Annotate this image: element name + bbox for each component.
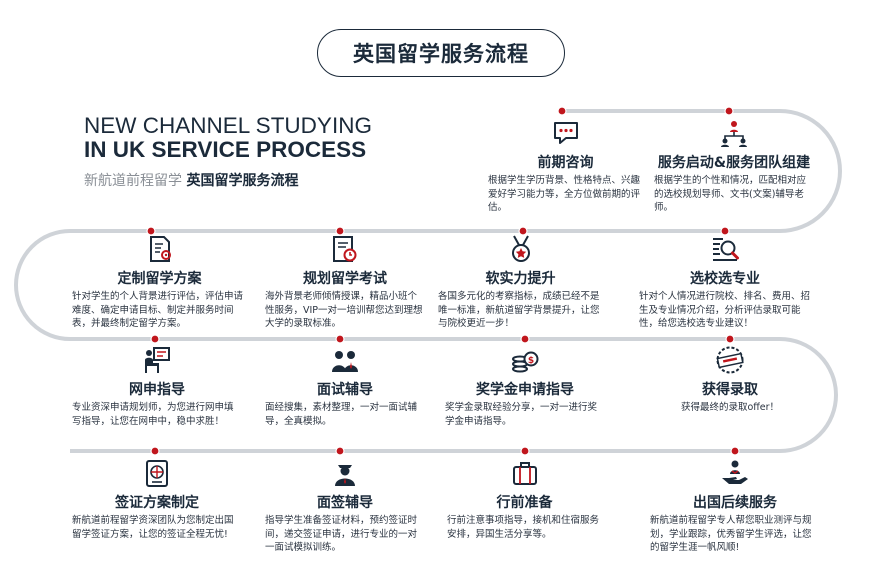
passport-globe-icon	[142, 458, 172, 488]
step-description: 海外背景老师倾情授课，精品小班个性服务，VIP一对一培训帮您达到理想大学的录取标…	[265, 291, 423, 329]
step-title: 软实力提升	[485, 271, 556, 287]
team-network-icon	[719, 118, 749, 148]
step-scholarship: $ 奖学金申请指导 奖学金录取经验分享，一对一进行奖学金申请指导。	[445, 345, 605, 428]
step-post-arrival: 出国后续服务 新航道前程留学专人帮您职业测评与规划，学业跟踪，优秀留学生评选，让…	[650, 458, 820, 555]
step-offer: 获得录取 获得最终的录取offer！	[655, 345, 805, 415]
track-dot	[520, 446, 530, 456]
step-description: 面经搜集，素材整理，一对一面试辅导，全真模拟。	[265, 402, 418, 427]
step-title: 出国后续服务	[693, 495, 777, 511]
chat-bubble-icon	[551, 118, 581, 148]
step-description: 专业资深申请规划师，为您进行网申填写指导，让您在网申中，稳中求胜！	[72, 402, 234, 427]
track-dot	[150, 334, 160, 344]
track-dot	[518, 226, 528, 236]
track-dot	[724, 106, 734, 116]
medal-icon	[506, 234, 536, 264]
step-description: 针对个人情况进行院校、排名、费用、招生及专业情况介绍，分析评估录取可能性，给您选…	[639, 291, 811, 329]
step-visa-interview: 面签辅导 指导学生准备签证材料，预约签证时间，递交签证申请，进行专业的一对一面试…	[265, 458, 425, 555]
offer-stamp-icon	[715, 345, 745, 375]
step-description: 获得最终的录取offer！	[680, 402, 780, 413]
track-dot	[150, 446, 160, 456]
step-exam-planning: 规划留学考试 海外背景老师倾情授课，精品小班个性服务，VIP一对一培训帮您达到理…	[265, 234, 425, 331]
suitcase-icon	[510, 458, 540, 488]
step-title: 规划留学考试	[303, 271, 387, 287]
step-title: 奖学金申请指导	[476, 382, 574, 398]
step-visa-plan: 签证方案制定 新航道前程留学资深团队为您制定出国留学签证方案，让您的签证全程无忧…	[72, 458, 242, 541]
step-title: 网申指导	[129, 382, 185, 398]
step-title: 行前准备	[496, 495, 553, 511]
step-description: 奖学金录取经验分享，一对一进行奖学金申请指导。	[445, 402, 598, 427]
step-description: 根据学生的个性和情况，匹配相对应的选校规划导师、文书(文案)辅导老师。	[654, 175, 807, 213]
track-dot	[335, 446, 345, 456]
step-description: 新航道前程留学资深团队为您制定出国留学签证方案，让您的签证全程无忧!	[72, 515, 234, 540]
step-title: 签证方案制定	[115, 495, 199, 511]
document-gear-icon	[145, 234, 175, 264]
track-dot	[557, 106, 567, 116]
svg-text:$: $	[528, 356, 534, 366]
step-predeparture: 行前准备 行前注意事项指导，接机和住宿服务安排，异国生活分享等。	[447, 458, 602, 541]
interview-people-icon	[330, 345, 360, 375]
step-description: 指导学生准备签证材料，预约签证时间，递交签证申请，进行专业的一对一面试模拟训练。	[265, 515, 418, 553]
step-online-application: 网申指导 专业资深申请规划师，为您进行网申填写指导，让您在网申中，稳中求胜！	[72, 345, 242, 428]
step-title: 定制留学方案	[117, 271, 202, 287]
step-consultation: 前期咨询 根据学生学历背景、性格特点、兴趣爱好学习能力等，全方位做前期的评估。	[488, 118, 643, 215]
online-application-icon	[142, 345, 172, 375]
magnifier-list-icon	[710, 234, 740, 264]
track-dot	[520, 334, 530, 344]
track-dot	[146, 226, 156, 236]
english-heading-line-1: NEW CHANNEL STUDYING	[84, 113, 372, 138]
step-title: 服务启动&服务团队组建	[657, 155, 811, 171]
track-dot	[720, 226, 730, 236]
step-custom-plan: 定制留学方案 针对学生的个人背景进行评估，评估申请难度、确定申请目标、制定并服务…	[72, 234, 247, 331]
support-hand-icon	[720, 458, 750, 488]
track-dot	[335, 226, 345, 236]
track-dot	[730, 446, 740, 456]
step-title: 面签辅导	[317, 495, 373, 511]
step-service-kickoff: 服务启动&服务团队组建 根据学生的个性和情况，匹配相对应的选校规划导师、文书(文…	[654, 118, 814, 215]
subtitle-brand: 新航道前程留学	[84, 173, 182, 189]
step-description: 各国多元化的考察指标，成绩已经不是唯一标准，新航道留学背景提升，让您与院校更近一…	[438, 291, 600, 329]
coins-stack-icon: $	[510, 345, 540, 375]
step-title: 获得录取	[702, 382, 758, 398]
step-title: 选校选专业	[690, 271, 760, 287]
exam-clock-icon	[330, 234, 360, 264]
step-description: 新航道前程留学专人帮您职业测评与规划，学业跟踪，优秀留学生评选，让您的留学生涯一…	[650, 515, 812, 553]
step-title: 前期咨询	[537, 155, 594, 171]
step-school-selection: 选校选专业 针对个人情况进行院校、排名、费用、招生及专业情况介绍，分析评估录取可…	[639, 234, 811, 331]
subtitle-process: 英国留学服务流程	[186, 173, 299, 189]
track-dot	[725, 334, 735, 344]
step-soft-skills: 软实力提升 各国多元化的考察指标，成绩已经不是唯一标准，新航道留学背景提升，让您…	[438, 234, 603, 331]
step-description: 行前注意事项指导，接机和住宿服务安排，异国生活分享等。	[447, 515, 600, 540]
step-title: 面试辅导	[317, 382, 373, 398]
step-description: 根据学生学历背景、性格特点、兴趣爱好学习能力等，全方位做前期的评估。	[488, 175, 641, 213]
english-heading-line-2: IN UK SERVICE PROCESS	[84, 137, 367, 162]
step-description: 针对学生的个人背景进行评估，评估申请难度、确定申请目标、制定并服务时间表，并最终…	[72, 291, 244, 329]
step-interview-coaching: 面试辅导 面经搜集，素材整理，一对一面试辅导，全真模拟。	[265, 345, 425, 428]
process-track-line	[14, 109, 842, 453]
chinese-subtitle: 新航道前程留学 英国留学服务流程	[84, 170, 298, 190]
track-dot	[335, 334, 345, 344]
page-title: 英国留学服务流程	[317, 29, 565, 77]
visa-officer-icon	[330, 458, 360, 488]
